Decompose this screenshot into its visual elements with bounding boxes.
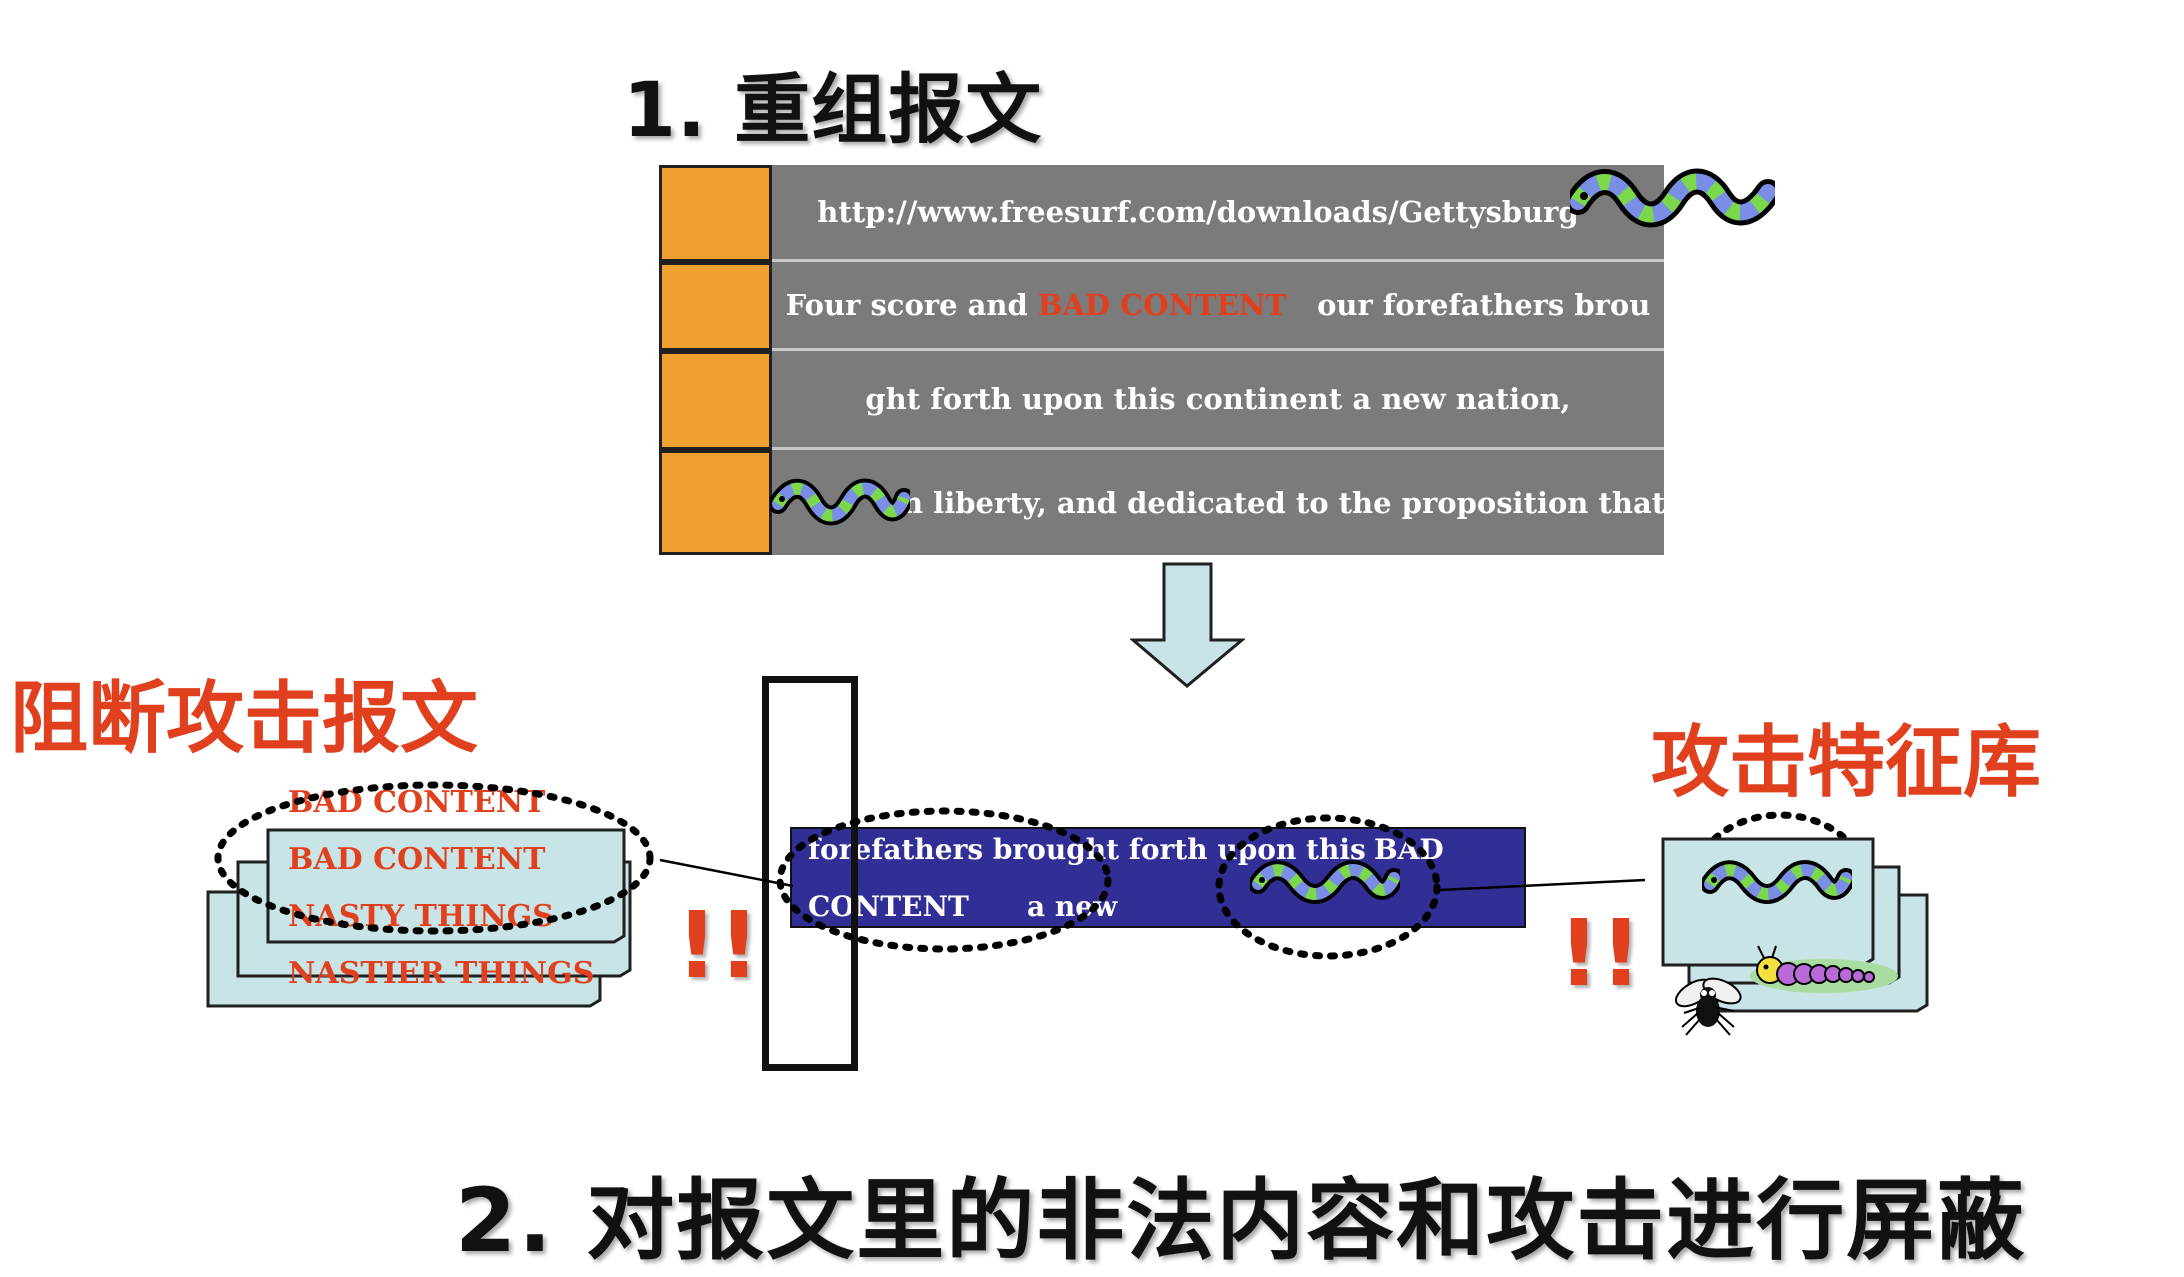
bad-content-highlight <box>776 807 1112 953</box>
connector-line <box>1439 878 1646 892</box>
step2-title: 2. 对报文里的非法内容和攻击进行屏蔽 <box>455 1169 2027 1272</box>
alert-marker-right: !! <box>1558 900 1642 1007</box>
blocked-packets-heading: 阻断攻击报文 <box>10 674 479 764</box>
packet-header-cell <box>659 165 772 262</box>
packet-row-url: http://www.freesurf.com/downloads/Gettys… <box>772 165 1664 262</box>
blocked-item: NASTIER THINGS <box>288 956 595 991</box>
bad-content-text: BAD CONTENT <box>1037 288 1287 322</box>
packet-row-text: http://www.freesurf.com/downloads/Gettys… <box>817 195 1579 229</box>
attack-signature-heading: 攻击特征库 <box>1651 718 2042 808</box>
packet-row-3: ght forth upon this continent a new nati… <box>772 351 1664 450</box>
worm-icon <box>1702 860 1852 904</box>
worm-icon <box>1570 168 1775 228</box>
blocked-highlight <box>214 781 654 935</box>
packet-row-text: our forefathers brou <box>1317 288 1651 322</box>
firewall-gate-icon <box>762 676 858 1071</box>
packet-header-cell <box>659 450 772 555</box>
worm-icon <box>770 478 910 526</box>
caterpillar-icon <box>1750 945 1898 993</box>
blocked-item: BAD CONTENT <box>288 842 546 877</box>
step1-title: 1. 重组报文 <box>623 65 1043 154</box>
stream-bad-text: CONTENT <box>808 890 969 923</box>
packet-row-text: Four score and <box>785 288 1028 322</box>
paper-stack <box>206 828 632 1008</box>
fly-icon <box>1674 977 1742 1036</box>
packet-row-text: ght forth upon this continent a new nati… <box>865 382 1571 416</box>
packet-row-2: Four score and BAD CONTENT our forefathe… <box>772 262 1664 351</box>
packet-header-cell <box>659 262 772 351</box>
packet-header-cell <box>659 351 772 450</box>
down-arrow-icon <box>1130 562 1245 688</box>
packet-stream-bar <box>790 827 1526 928</box>
connector-line <box>659 858 794 888</box>
packet-row-text: n liberty, and dedicated to the proposit… <box>902 485 1717 520</box>
worm-highlight <box>1215 814 1441 960</box>
alert-marker-left: !! <box>676 892 760 999</box>
reassembled-packet: http://www.freesurf.com/downloads/Gettys… <box>659 165 1716 555</box>
worm-icon <box>1250 860 1400 904</box>
packet-row-4: n liberty, and dedicated to the proposit… <box>772 450 1716 555</box>
